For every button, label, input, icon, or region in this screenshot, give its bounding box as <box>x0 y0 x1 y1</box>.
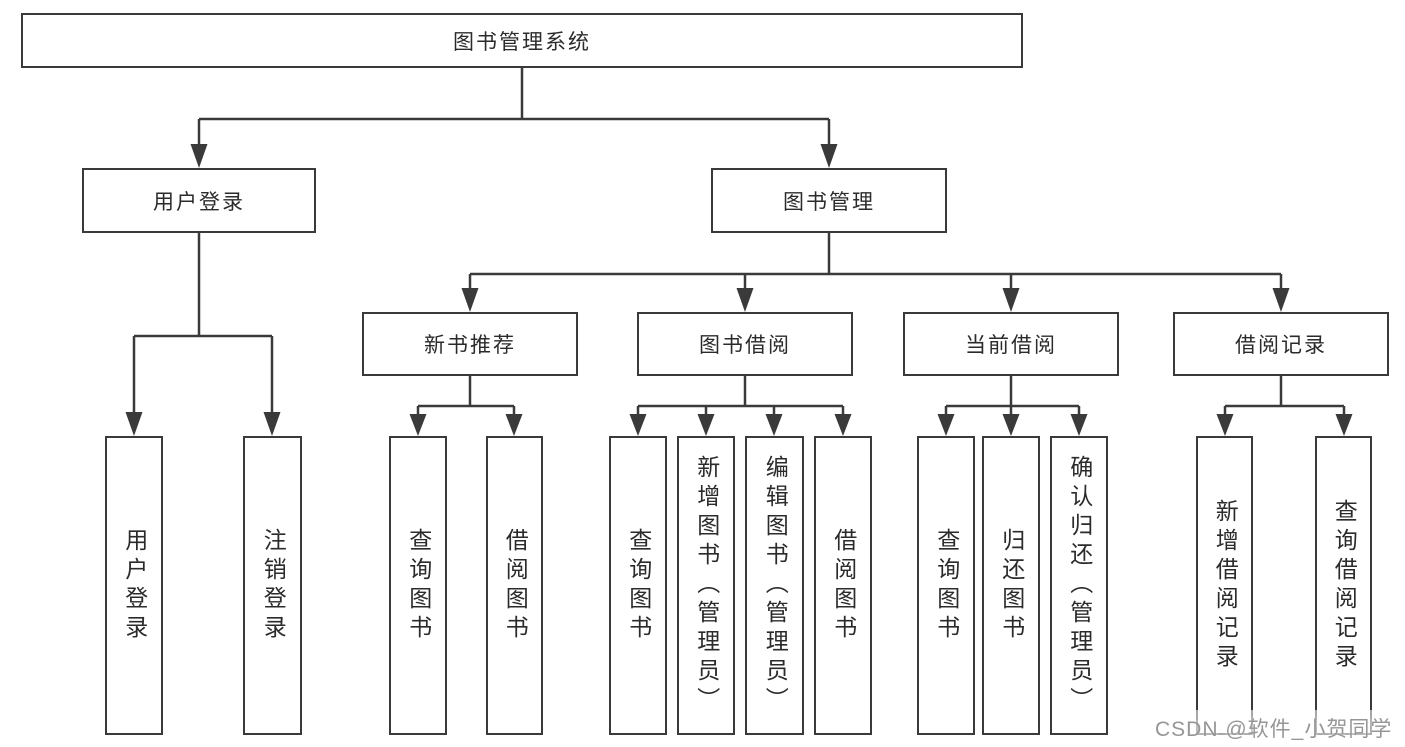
node-label: 图书管理系统 <box>453 30 591 54</box>
leaf-recommend-query-book: 查询图书 <box>389 436 447 735</box>
node-label: 图书借阅 <box>699 334 791 357</box>
leaf-borrow-edit-book-admin: 编辑图书（管理员） <box>745 436 804 735</box>
node-current-borrow: 当前借阅 <box>903 312 1119 376</box>
node-label: 当前借阅 <box>965 334 1057 357</box>
node-label: 确认归还（管理员） <box>1066 455 1093 716</box>
leaf-user-login: 用户登录 <box>105 436 163 735</box>
node-label: 新书推荐 <box>424 334 516 357</box>
node-borrow-records: 借阅记录 <box>1173 312 1389 376</box>
node-label: 用户登录 <box>121 527 148 644</box>
leaf-borrow-add-book-admin: 新增图书（管理员） <box>677 436 735 735</box>
leaf-current-return-book: 归还图书 <box>982 436 1040 735</box>
node-label: 编辑图书（管理员） <box>762 455 789 716</box>
node-label: 查询图书 <box>405 527 432 644</box>
leaf-borrow-borrow-book: 借阅图书 <box>814 436 872 735</box>
node-label: 注销登录 <box>260 527 287 644</box>
node-new-book-recommend: 新书推荐 <box>362 312 578 376</box>
leaf-logout: 注销登录 <box>243 436 302 735</box>
node-book-management: 图书管理 <box>711 168 947 233</box>
watermark-band <box>1138 710 1405 747</box>
node-label: 用户登录 <box>153 190 245 214</box>
node-label: 借阅记录 <box>1235 334 1327 357</box>
node-label: 归还图书 <box>998 527 1025 644</box>
watermark-text: CSDN @软件_小贺同学 <box>1155 718 1393 741</box>
leaf-current-query-book: 查询图书 <box>917 436 975 735</box>
node-label: 查询图书 <box>625 527 652 644</box>
node-label: 查询借阅记录 <box>1331 498 1358 673</box>
leaf-current-confirm-return-admin: 确认归还（管理员） <box>1050 436 1108 735</box>
node-book-borrow: 图书借阅 <box>637 312 853 376</box>
node-user-login: 用户登录 <box>82 168 316 233</box>
node-label: 图书管理 <box>783 190 875 214</box>
node-label: 新增图书（管理员） <box>693 455 720 716</box>
node-label: 借阅图书 <box>830 527 857 644</box>
leaf-recommend-borrow-book: 借阅图书 <box>486 436 543 735</box>
node-label: 借阅图书 <box>502 527 529 644</box>
leaf-records-add-record: 新增借阅记录 <box>1196 436 1253 735</box>
node-label: 查询图书 <box>933 527 960 644</box>
node-label: 新增借阅记录 <box>1212 498 1239 673</box>
leaf-records-query-record: 查询借阅记录 <box>1315 436 1372 735</box>
node-root-library-system: 图书管理系统 <box>21 13 1023 68</box>
leaf-borrow-query-book: 查询图书 <box>609 436 667 735</box>
